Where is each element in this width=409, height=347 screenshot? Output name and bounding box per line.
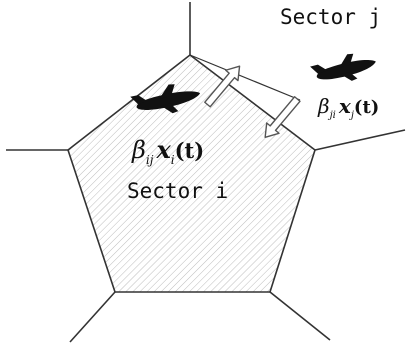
boundary-line-bottom-left: [69, 291, 116, 343]
boundary-line-right: [314, 129, 406, 151]
boundary-line-upper-right: [189, 54, 301, 101]
sector-i-region: [67, 54, 316, 293]
sector-j-label: Sector j: [280, 5, 381, 29]
flow-arrow-i-to-j: [204, 65, 241, 108]
coefficient-symbol: β: [317, 94, 330, 118]
sector-i-label: Sector i: [127, 179, 228, 203]
flow-arrow-j-to-i: [264, 96, 301, 139]
coefficient-subscript: ji: [328, 110, 336, 121]
aircraft-icon: [310, 53, 376, 81]
state-symbol: x: [338, 94, 352, 118]
aircraft-icon: [130, 84, 201, 114]
boundary-line-bottom-right: [269, 291, 331, 341]
time-argument: (t): [175, 138, 205, 163]
state-subscript: j: [349, 110, 354, 121]
coefficient-subscript: ij: [146, 153, 154, 167]
time-argument: (t): [354, 97, 379, 118]
state-symbol: x: [155, 135, 171, 164]
state-subscript: i: [171, 153, 175, 167]
coefficient-symbol: β: [131, 136, 146, 164]
